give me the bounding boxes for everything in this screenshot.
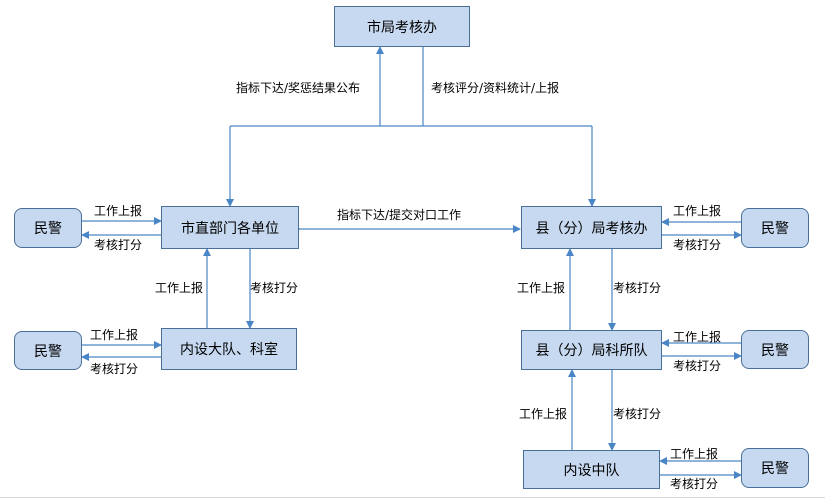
label-inner-brigade-report: 工作上报 xyxy=(155,281,204,295)
label-police4-score: 考核打分 xyxy=(673,359,722,373)
label-police5-score: 考核打分 xyxy=(670,477,719,491)
city-dept-box: 市直部门各单位 xyxy=(161,206,299,249)
police-box-left-top: 民警 xyxy=(14,208,82,248)
label-inner-brigade-score: 考核打分 xyxy=(250,281,299,295)
police-box-left-bottom: 民警 xyxy=(14,331,82,370)
label-police1-report: 工作上报 xyxy=(94,204,143,218)
label-police1-score: 考核打分 xyxy=(94,238,143,252)
county-office-box: 县（分）局考核办 xyxy=(521,206,662,249)
label-police4-report: 工作上报 xyxy=(673,330,722,344)
label-up-report: 考核评分/资料统计/上报 xyxy=(431,81,560,95)
label-police2-score: 考核打分 xyxy=(90,362,139,376)
inner-brigade-box: 内设大队、科室 xyxy=(161,328,297,370)
label-police3-report: 工作上报 xyxy=(673,204,722,218)
county-team-label: 县（分）局科所队 xyxy=(535,343,648,359)
label-middle: 指标下达/提交对口工作 xyxy=(337,208,462,222)
label-police3-score: 考核打分 xyxy=(673,238,722,252)
police-label: 民警 xyxy=(34,343,62,360)
police-box-right-bottom: 民警 xyxy=(741,448,809,488)
page-bottom-divider xyxy=(0,497,825,498)
label-county-team-report: 工作上报 xyxy=(517,281,566,295)
police-label: 民警 xyxy=(761,221,789,237)
police-label: 民警 xyxy=(761,342,789,359)
label-police5-report: 工作上报 xyxy=(670,447,719,461)
label-county-team-score: 考核打分 xyxy=(613,281,662,295)
county-team-box: 县（分）局科所队 xyxy=(521,330,662,370)
inner-brigade-label: 内设大队、科室 xyxy=(180,342,278,358)
inner-squad-box: 内设中队 xyxy=(523,450,660,489)
city-dept-label: 市直部门各单位 xyxy=(181,220,279,237)
police-box-right-top: 民警 xyxy=(741,208,809,248)
label-police2-report: 工作上报 xyxy=(90,328,139,342)
inner-squad-label: 内设中队 xyxy=(563,462,620,479)
police-label: 民警 xyxy=(761,461,789,477)
label-inner-squad-score: 考核打分 xyxy=(613,407,662,421)
label-down-publish: 指标下达/奖惩结果公布 xyxy=(236,81,361,95)
city-office-label: 市局考核办 xyxy=(367,19,437,36)
city-office-box: 市局考核办 xyxy=(334,6,470,47)
police-box-right-middle: 民警 xyxy=(741,330,809,369)
county-office-label: 县（分）局考核办 xyxy=(535,220,648,237)
label-inner-squad-report: 工作上报 xyxy=(519,407,568,421)
police-label: 民警 xyxy=(34,221,62,237)
